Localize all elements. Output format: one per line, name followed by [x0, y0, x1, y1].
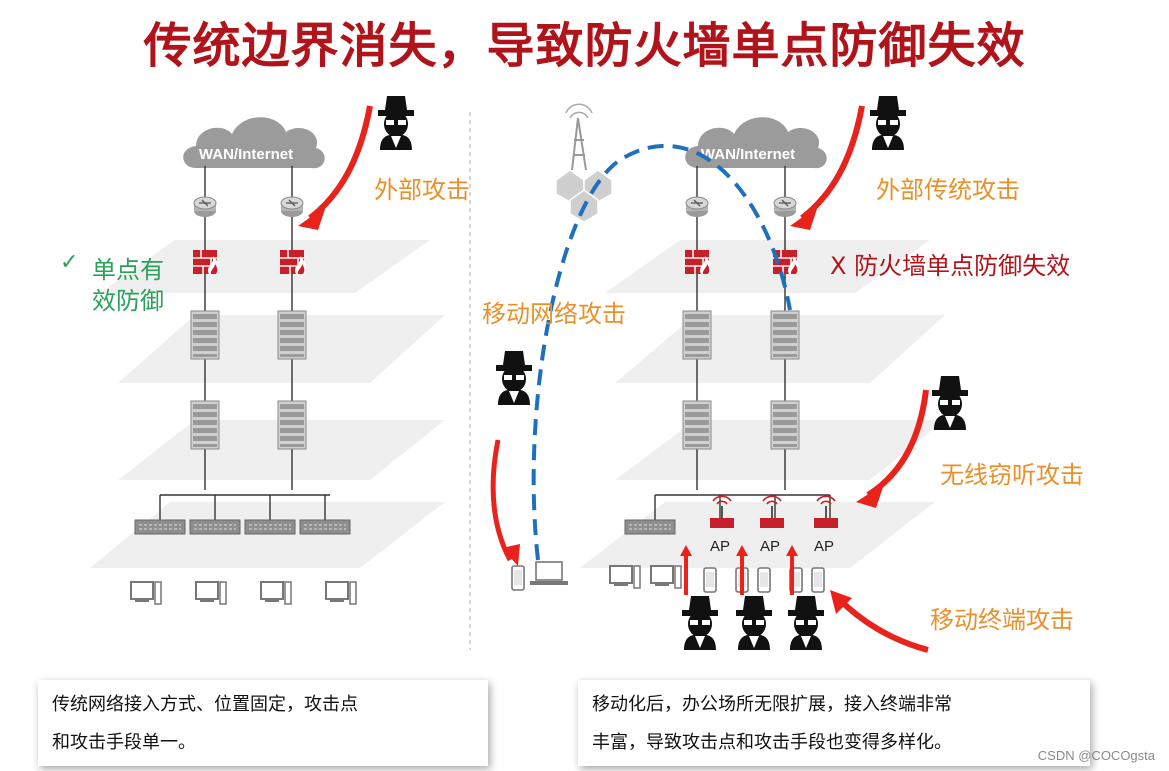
attack-arrowhead [502, 544, 520, 566]
server-icon [277, 310, 307, 360]
left-caption: 传统网络接入方式、位置固定，攻击点 和攻击手段单一。 [38, 680, 488, 766]
left-defense-label-1: 单点有 [92, 256, 164, 284]
ap-label: AP [814, 538, 835, 555]
server-icon [770, 400, 800, 450]
pc-icon [130, 581, 162, 605]
mobile-attack-link [531, 144, 792, 561]
phone-icon [757, 567, 771, 593]
server-icon [682, 310, 712, 360]
server-icon [277, 400, 307, 450]
router-icon [280, 196, 304, 218]
pc-icon [609, 565, 641, 589]
server-icon [770, 310, 800, 360]
check-icon: ✓ [60, 250, 79, 275]
right-caption-line-2: 丰富，导致攻击点和攻击手段也变得多样化。 [592, 732, 952, 753]
left-caption-line-1: 传统网络接入方式、位置固定，攻击点 [52, 694, 358, 715]
pc-icon [650, 565, 682, 589]
right-cloud: WAN/Internet [685, 117, 827, 169]
attack-arrow [866, 389, 929, 498]
terminal-attack-arrows [684, 553, 794, 595]
right-cloud-label: WAN/Internet [701, 146, 795, 163]
attack-arrow [837, 597, 929, 653]
pc-icon [325, 581, 357, 605]
hacker-icon [736, 596, 772, 650]
router-icon [193, 196, 217, 218]
left-caption-line-2: 和攻击手段单一。 [52, 732, 196, 753]
attack-arrow [308, 105, 373, 221]
right-caption-line-1: 移动化后，办公场所无限扩展，接入终端非常 [592, 694, 952, 715]
page-title: 传统边界消失，导致防火墙单点防御失效 [143, 18, 1026, 74]
hacker-icon [682, 596, 718, 650]
switch-icon [624, 519, 676, 535]
firewall-icon [684, 249, 712, 275]
attack-arrow [800, 105, 865, 221]
switch-icon [244, 519, 296, 535]
left-cloud-label: WAN/Internet [199, 146, 293, 163]
left-attack-label: 外部攻击 [374, 176, 470, 204]
attack-arrowhead [298, 206, 326, 230]
ap-label: AP [710, 538, 731, 555]
ap-label: AP [760, 538, 781, 555]
attack-arrowhead [830, 590, 852, 614]
router-icon [685, 196, 709, 218]
switch-icon [189, 519, 241, 535]
attack-arrowhead [680, 545, 692, 556]
wireless-attack-label: 无线窃听攻击 [940, 461, 1084, 489]
attack-arrowhead [736, 545, 748, 556]
left-defense-label-2: 效防御 [92, 287, 164, 315]
attack-arrowhead [856, 484, 884, 508]
hacker-icon [788, 596, 824, 650]
switch-icon [134, 519, 186, 535]
firewall-icon [192, 249, 220, 275]
terminal-attack-label: 移动终端攻击 [930, 606, 1074, 634]
mobile-network-attack-label: 移动网络攻击 [482, 300, 626, 328]
hacker-icon [932, 376, 968, 430]
switch-icon [299, 519, 351, 535]
left-cloud: WAN/Internet [183, 117, 325, 169]
server-icon [190, 400, 220, 450]
firewall-icon [279, 249, 307, 275]
firewall-fail-label: X 防火墙单点防御失效 [830, 252, 1071, 280]
watermark: CSDN @COCOgsta [1037, 748, 1155, 763]
pc-icon [260, 581, 292, 605]
laptop-icon [530, 561, 568, 585]
hacker-icon [496, 351, 532, 405]
phone-icon [511, 565, 525, 591]
hacker-icon [870, 96, 906, 150]
hacker-icon [378, 96, 414, 150]
attack-arrow [490, 439, 513, 562]
right-caption: 移动化后，办公场所无限扩展，接入终端非常 丰富，导致攻击点和攻击手段也变得多样化… [578, 680, 1090, 766]
router-icon [773, 196, 797, 218]
pc-icon [195, 581, 227, 605]
phone-icon [811, 567, 825, 593]
server-icon [682, 400, 712, 450]
phone-icon [703, 567, 717, 593]
right-attack-label: 外部传统攻击 [876, 176, 1020, 204]
attack-arrowhead [786, 545, 798, 556]
server-icon [190, 310, 220, 360]
attack-arrowhead [790, 206, 818, 230]
